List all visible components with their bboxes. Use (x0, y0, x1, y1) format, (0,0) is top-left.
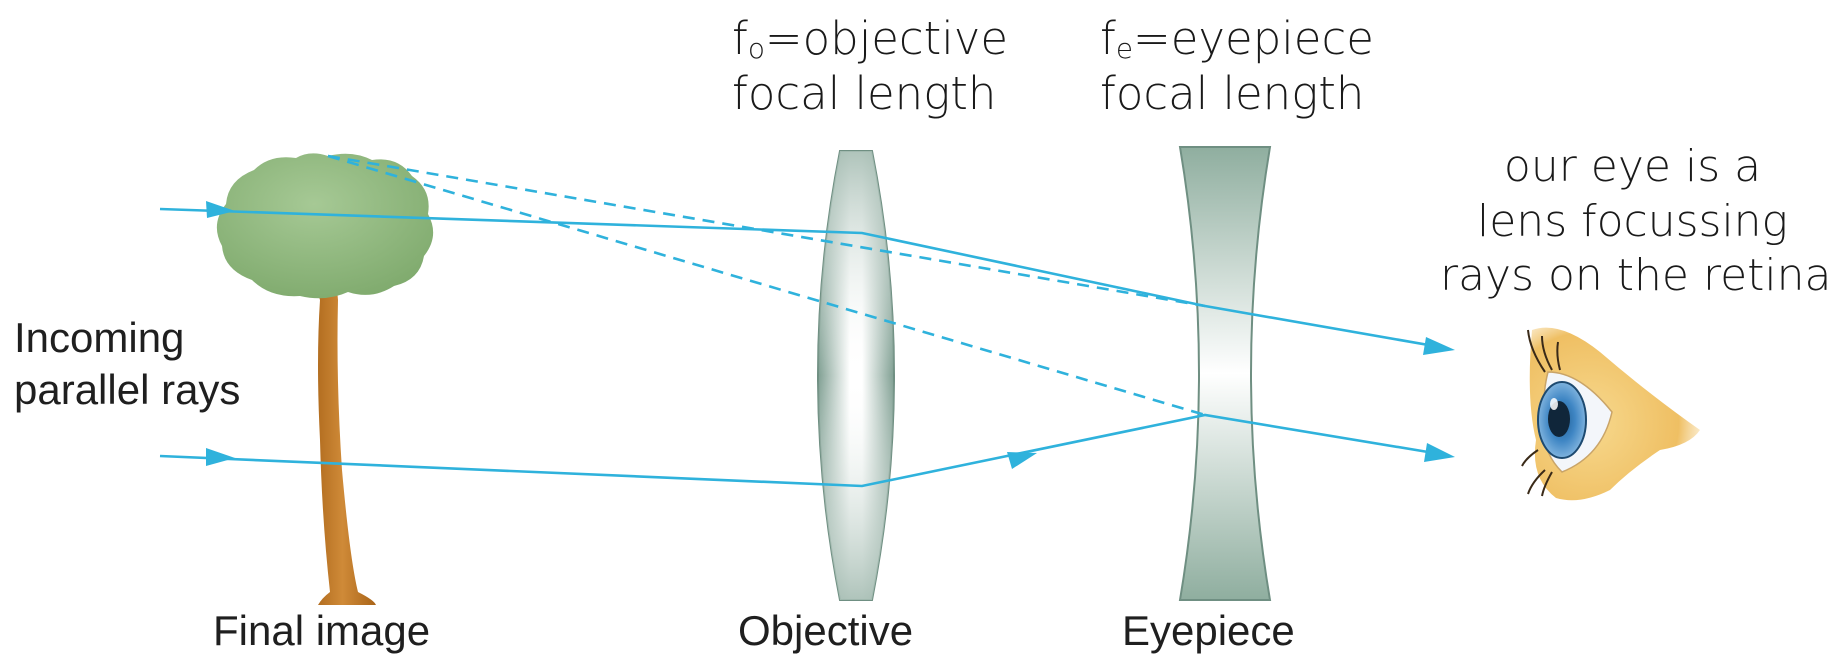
arrowhead (206, 201, 235, 218)
tree-trunk (309, 238, 376, 605)
incoming-rays-line1: Incoming (14, 314, 185, 361)
arrowhead (206, 448, 235, 466)
eyepiece-lens (1178, 146, 1272, 601)
eye-annotation-line1: our eye is a (1503, 141, 1762, 192)
objective-focal-line1: fo=objective (732, 12, 1009, 66)
tree-image (216, 153, 434, 605)
eyepiece-focal-line2: focal length (1100, 66, 1365, 120)
incoming-rays-line2: parallel rays (14, 366, 241, 414)
tree-foliage (216, 153, 434, 299)
lower-ray (159, 413, 1441, 488)
eyelashes (1521, 329, 1561, 497)
arrowhead (1423, 337, 1455, 355)
human-eye-icon (1521, 327, 1700, 501)
objective-focal-line2: focal length (732, 66, 997, 120)
dashed-rays (327, 154, 1206, 417)
objective-label: Objective (738, 607, 914, 654)
arrowhead (1424, 443, 1455, 462)
eye-annotation: our eye is a lens focussing rays on the … (1440, 140, 1827, 304)
solid-rays (159, 201, 1455, 488)
eyepiece-label: Eyepiece (1122, 607, 1295, 654)
eyepiece-focal-length-label: fe=eyepiece focal length (1100, 12, 1374, 122)
eyepiece-focal-line1: fe=eyepiece (1100, 12, 1374, 66)
incoming-rays-label: Incoming parallel rays (14, 312, 240, 416)
eye-annotation-line3: rays on the retina (1440, 250, 1827, 302)
eye-annotation-line2: lens focussing (1477, 195, 1788, 247)
final-image-label: Final image (213, 607, 431, 654)
pupil (1548, 401, 1570, 437)
upper-ray (159, 207, 1441, 349)
arrowhead (1007, 452, 1037, 469)
objective-lens (817, 150, 895, 601)
objective-focal-length-label: fo=objective focal length (732, 12, 1009, 122)
eye-highlight (1550, 398, 1558, 410)
